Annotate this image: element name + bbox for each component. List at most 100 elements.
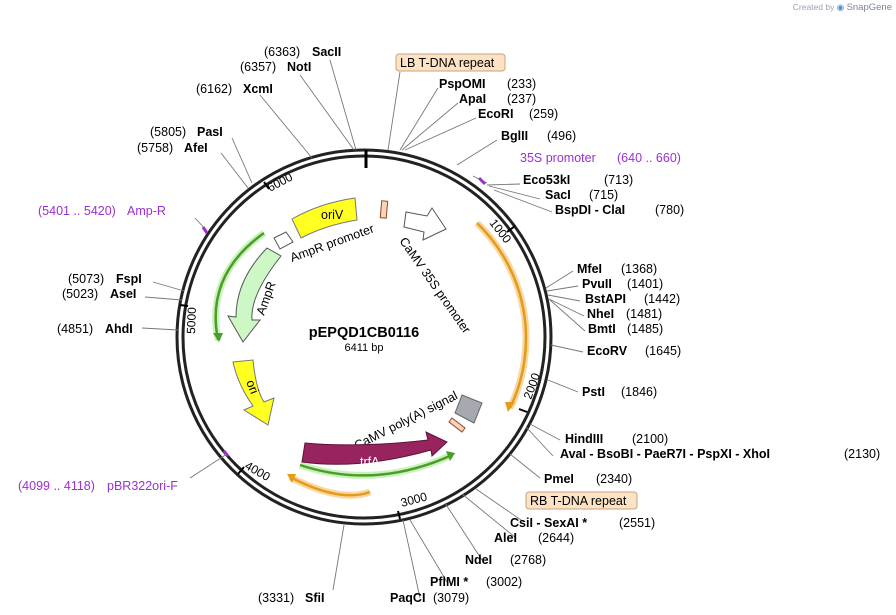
ori-feature[interactable] xyxy=(232,359,275,426)
snapgene-logo-icon: ◉ xyxy=(836,2,845,12)
site-name: NdeI xyxy=(465,553,492,567)
snapgene-credit: Created by ◉ SnapGene xyxy=(793,2,892,13)
site-pos: (1846) xyxy=(621,385,657,399)
plasmid-length: 6411 bp xyxy=(345,342,384,354)
site-name: PaqCI xyxy=(390,591,425,605)
site-name: EcoRV xyxy=(587,344,628,358)
ori-label: ori xyxy=(243,378,261,396)
site-pos: (496) xyxy=(547,129,576,143)
site-pos: (2644) xyxy=(538,531,574,545)
lb-label-box xyxy=(395,53,506,72)
site-name: AhdI xyxy=(105,322,133,336)
site-name: NheI xyxy=(587,307,614,321)
site-name: BspDI - ClaI xyxy=(555,203,625,217)
oriv-label: oriV xyxy=(321,208,344,222)
pbr-primer-mark xyxy=(222,450,230,457)
site-name: AfeI xyxy=(184,141,208,155)
site-pos: (2551) xyxy=(619,516,655,530)
rb-label-box xyxy=(525,491,638,510)
tick-4000: 4000 xyxy=(243,458,273,484)
site-name: FspI xyxy=(116,272,142,286)
site-name: PflMI * xyxy=(430,575,468,589)
tick-5000: 5000 xyxy=(184,307,199,334)
site-pos: (5805) xyxy=(150,125,186,139)
site-pos: (1645) xyxy=(645,344,681,358)
tick-3000: 3000 xyxy=(399,489,429,510)
oriv-feature[interactable] xyxy=(291,197,358,239)
site-name: EcoRI xyxy=(478,107,513,121)
ampr-feature[interactable] xyxy=(227,247,282,343)
orange-arc-right xyxy=(476,222,528,409)
site-name: AseI xyxy=(110,287,136,301)
site-pos: (1368) xyxy=(621,262,657,276)
camv35s-promoter-feature[interactable] xyxy=(403,207,447,241)
site-name: BstAPI xyxy=(585,292,626,306)
site-pos: (6162) xyxy=(196,82,232,96)
site-pos: (1485) xyxy=(627,322,663,336)
green-arc-bottom-arrowhead xyxy=(446,451,455,461)
site-pos: (6357) xyxy=(240,60,276,74)
p35s-name: 35S promoter xyxy=(520,151,596,165)
lb-tdna-feature[interactable] xyxy=(379,200,389,219)
ampr-name: Amp-R xyxy=(127,204,166,218)
green-arc-bottom xyxy=(299,453,453,477)
trfa-feature[interactable] xyxy=(301,431,448,465)
pbr-name: pBR322ori-F xyxy=(107,479,178,493)
lb-label: LB T-DNA repeat xyxy=(400,56,495,70)
site-name: ApaI xyxy=(459,92,486,106)
site-pos: (5758) xyxy=(137,141,173,155)
site-pos: (2100) xyxy=(632,432,668,446)
rb-label: RB T-DNA repeat xyxy=(530,494,627,508)
site-name: SfiI xyxy=(305,591,324,605)
site-name: PmeI xyxy=(544,472,574,486)
site-pos: (5073) xyxy=(68,272,104,286)
p35s-range: (640 .. 660) xyxy=(617,151,681,165)
site-name: PstI xyxy=(582,385,605,399)
site-name: MfeI xyxy=(577,262,602,276)
site-name: HindIII xyxy=(565,432,603,446)
site-pos: (233) xyxy=(507,77,536,91)
site-name: CsiI - SexAI * xyxy=(510,516,587,530)
site-pos: (715) xyxy=(589,188,618,202)
ampr-promoter-feature[interactable] xyxy=(273,231,294,250)
backbone-outer xyxy=(175,148,553,526)
tick-marks xyxy=(179,181,528,520)
trfa-label: trfA xyxy=(360,455,380,469)
orange-arc-right-arrowhead xyxy=(505,402,515,412)
site-pos: (2130) xyxy=(844,447,880,461)
site-pos: (780) xyxy=(655,203,684,217)
site-name: SacII xyxy=(312,45,341,59)
site-pos: (713) xyxy=(604,173,633,187)
orange-arc-bottom-arrowhead xyxy=(287,474,296,483)
site-name: PvuII xyxy=(582,277,612,291)
site-pos: (1481) xyxy=(626,307,662,321)
site-pos: (3002) xyxy=(486,575,522,589)
site-name: Eco53kI xyxy=(523,173,570,187)
site-name: XcmI xyxy=(243,82,273,96)
site-pos: (6363) xyxy=(264,45,300,59)
green-arc-left xyxy=(214,231,265,341)
site-pos: (3079) xyxy=(433,591,469,605)
orange-arc-bottom xyxy=(289,475,371,497)
credit-brand: SnapGene xyxy=(846,2,892,13)
site-pos: (2340) xyxy=(596,472,632,486)
tick-6000: 6000 xyxy=(265,170,295,195)
site-pos: (1442) xyxy=(644,292,680,306)
site-name: SacI xyxy=(545,188,571,202)
site-labels-right: PspOMI (233) ApaI (237) EcoRI (259) BglI… xyxy=(258,77,880,605)
leader-lines xyxy=(141,59,586,599)
site-pos: (3331) xyxy=(258,591,294,605)
p35s-mark xyxy=(477,176,487,186)
camv-polya-feature[interactable] xyxy=(454,394,483,424)
rb-tdna-feature[interactable] xyxy=(448,417,466,433)
site-name: AvaI - BsoBI - PaeR7I - PspXI - XhoI xyxy=(560,447,770,461)
site-name: PspOMI xyxy=(439,77,486,91)
site-labels-left: (6363) SacII (6357) NotI (6162) XcmI (58… xyxy=(57,45,341,336)
site-name: AleI xyxy=(494,531,517,545)
site-pos: (5023) xyxy=(62,287,98,301)
site-pos: (2768) xyxy=(510,553,546,567)
site-name: BmtI xyxy=(588,322,616,336)
site-name: PasI xyxy=(197,125,223,139)
camv35s-label: CaMV 35S promoter xyxy=(397,235,474,336)
